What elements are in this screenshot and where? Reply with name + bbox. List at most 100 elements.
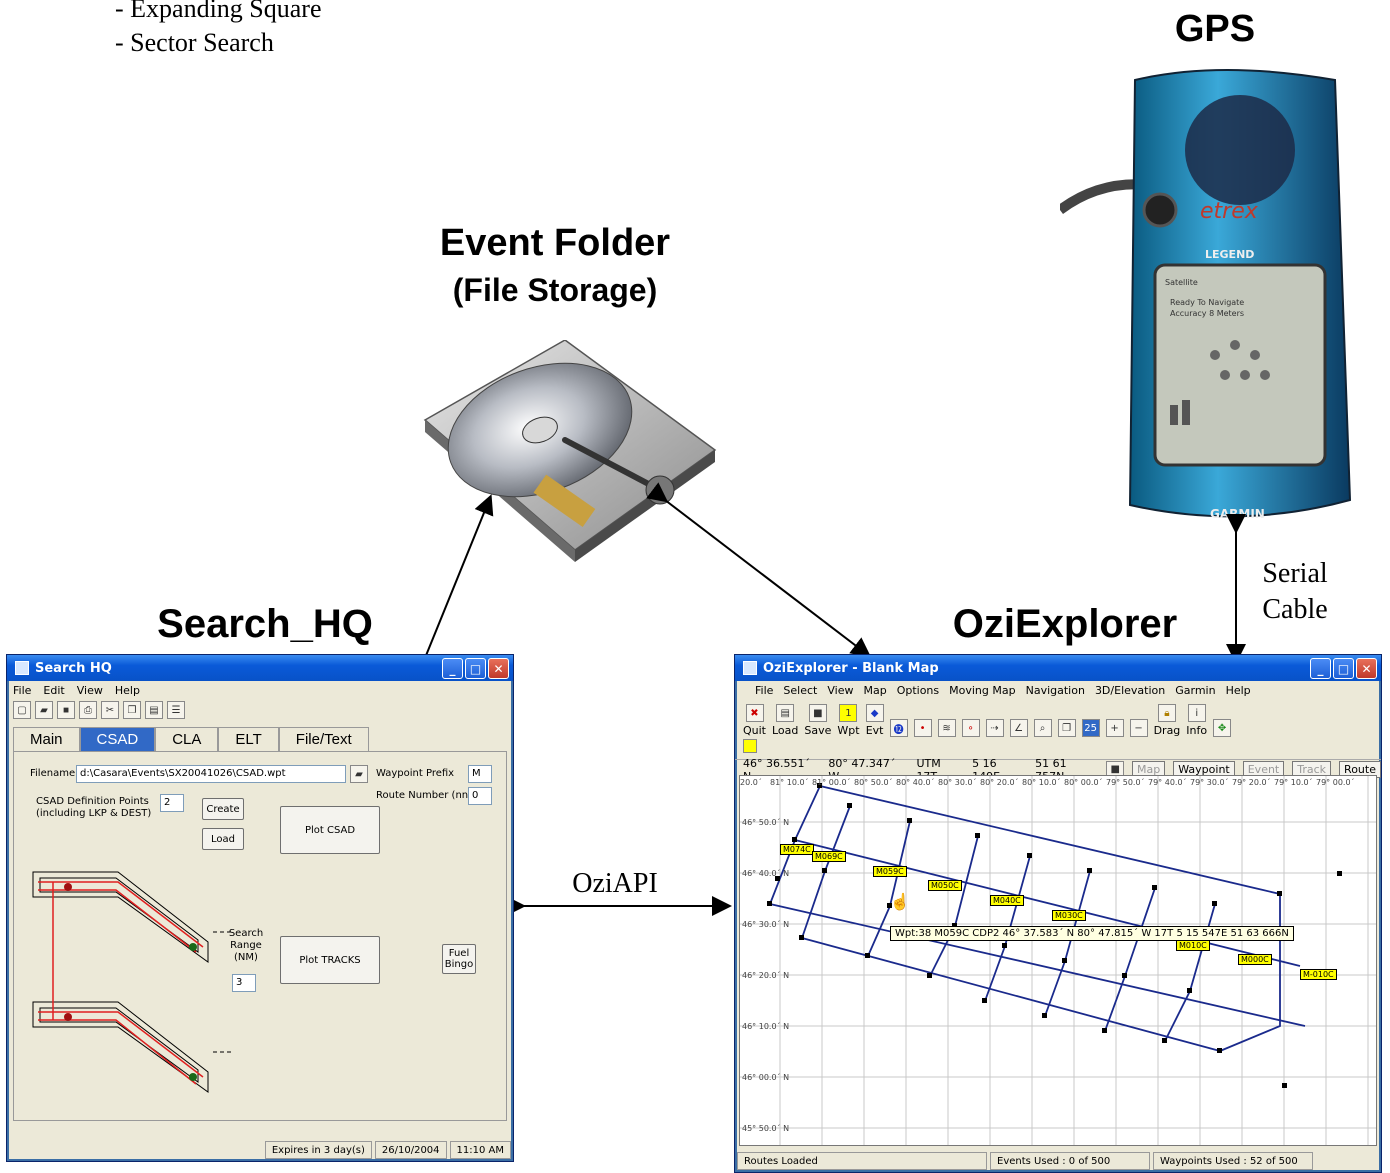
waypoint-label[interactable]: M074C: [780, 844, 814, 855]
quit-button[interactable]: ✖Quit: [743, 704, 766, 737]
save-icon: ■: [808, 704, 827, 722]
paste-icon[interactable]: ▤: [145, 701, 163, 719]
search-hq-titlebar[interactable]: Search HQ _ □ ✕: [7, 655, 513, 681]
menu-help[interactable]: Help: [1225, 683, 1251, 697]
save-button[interactable]: ■Save: [804, 704, 831, 737]
load-button[interactable]: ▤Load: [772, 704, 798, 737]
waypoint-label[interactable]: M069C: [812, 851, 846, 862]
menu-help[interactable]: Help: [114, 683, 140, 697]
cut-icon[interactable]: ✂: [101, 701, 119, 719]
lon-tick-7: 80° 10.0´: [1022, 778, 1061, 787]
waypoint-label[interactable]: M030C: [1052, 910, 1086, 921]
status-expiry: Expires in 3 day(s): [264, 1141, 372, 1159]
menu-file[interactable]: File: [13, 683, 32, 697]
waypoint-label[interactable]: M040C: [990, 895, 1024, 906]
lon-tick-0: 20.0´: [740, 778, 762, 787]
search-hq-menubar: File Edit View Help: [7, 681, 513, 699]
map-windows-icon[interactable]: ❐: [1057, 719, 1076, 737]
gps-device-image: etrex LEGEND Satellite Ready To Navigate…: [1060, 69, 1352, 521]
menu-3d-elevation[interactable]: 3D/Elevation: [1094, 683, 1166, 697]
waypoint-label[interactable]: M000C: [1238, 954, 1272, 965]
menu-edit[interactable]: Edit: [43, 683, 65, 697]
lon-tick-1: 81° 10.0´: [770, 778, 809, 787]
event-button[interactable]: ◆Evt: [865, 704, 884, 737]
menu-moving-map[interactable]: Moving Map: [949, 683, 1016, 697]
filename-field[interactable]: d:\Casara\Events\SX20041026\CSAD.wpt: [76, 765, 346, 783]
show-events-icon[interactable]: ∘: [961, 719, 980, 737]
waypoint-label[interactable]: M050C: [928, 880, 962, 891]
menu-navigation[interactable]: Navigation: [1025, 683, 1085, 697]
waypoint-prefix-field[interactable]: M: [468, 765, 492, 783]
status-events-used: Events Used : 0 of 500: [990, 1152, 1150, 1170]
zoom-in-icon[interactable]: +: [1105, 719, 1124, 737]
properties-icon[interactable]: ☰: [167, 701, 185, 719]
maximize-button[interactable]: □: [465, 658, 486, 679]
browse-folder-icon[interactable]: ▰: [350, 765, 368, 783]
csad-points-label: CSAD Definition Points (including LKP & …: [36, 796, 152, 819]
menu-select[interactable]: Select: [783, 683, 818, 697]
lat-tick-0: 46° 50.0´ N: [742, 818, 790, 827]
menu-garmin[interactable]: Garmin: [1175, 683, 1216, 697]
save-icon[interactable]: ■: [57, 701, 75, 719]
load-button[interactable]: Load: [202, 828, 244, 850]
tab-cla[interactable]: CLA: [155, 727, 219, 751]
waypoint-label[interactable]: M010C: [1176, 940, 1210, 951]
close-button[interactable]: ✕: [1356, 658, 1377, 679]
show-route-icon[interactable]: ≋: [937, 719, 956, 737]
menu-view[interactable]: View: [827, 683, 854, 697]
close-button[interactable]: ✕: [488, 658, 509, 679]
hard-drive-image: [423, 340, 717, 562]
tab-csad[interactable]: CSAD: [79, 727, 156, 751]
maximize-button[interactable]: □: [1333, 658, 1354, 679]
ozi-titlebar[interactable]: OziExplorer - Blank Map _ □ ✕: [735, 655, 1381, 681]
tab-file-text[interactable]: File/Text: [278, 727, 369, 751]
gps-screen-line-1: Satellite: [1165, 278, 1198, 287]
tab-main[interactable]: Main: [13, 727, 80, 751]
route-number-field[interactable]: 0: [468, 787, 492, 805]
line-icon[interactable]: ∠: [1009, 719, 1028, 737]
search-icon[interactable]: ⌕: [1033, 719, 1052, 737]
map-canvas[interactable]: 20.0´ 81° 10.0´ 81° 00.0´ 80° 50.0´ 80° …: [739, 775, 1377, 1146]
minimize-button[interactable]: _: [442, 658, 463, 679]
lon-tick-13: 79° 10.0´: [1274, 778, 1313, 787]
menu-view[interactable]: View: [76, 683, 103, 697]
csad-points-field[interactable]: 2: [160, 794, 184, 812]
lon-tick-4: 80° 40.0´: [896, 778, 935, 787]
route-edit-icon[interactable]: ⇢: [985, 719, 1004, 737]
event-view-button[interactable]: Event: [1242, 761, 1285, 778]
show-track-icon[interactable]: •: [913, 719, 932, 737]
search-type-list: - Expanding Square - Sector Search: [115, 0, 322, 60]
menu-options[interactable]: Options: [896, 683, 940, 697]
zoom-select-icon[interactable]: 25: [1081, 719, 1100, 737]
zoom-out-icon[interactable]: −: [1129, 719, 1148, 737]
tab-elt[interactable]: ELT: [218, 727, 279, 751]
search-hq-title: Search_HQ: [157, 602, 373, 646]
plot-tracks-button[interactable]: Plot TRACKS: [280, 936, 380, 984]
lon-tick-14: 79° 00.0´: [1316, 778, 1355, 787]
waypoint-prefix-label: Waypoint Prefix: [376, 768, 455, 779]
fuel-bingo-button[interactable]: Fuel Bingo: [442, 944, 476, 974]
layer-icon[interactable]: [743, 739, 757, 753]
plot-csad-button[interactable]: Plot CSAD: [280, 806, 380, 854]
open-folder-icon[interactable]: ▰: [35, 701, 53, 719]
create-button[interactable]: Create: [202, 798, 244, 820]
gps-title: GPS: [1174, 8, 1256, 50]
pan-arrows-icon[interactable]: ✥: [1213, 719, 1232, 737]
menu-file[interactable]: File: [755, 683, 774, 697]
waypoint-label[interactable]: M059C: [873, 866, 907, 877]
copy-icon[interactable]: ❐: [123, 701, 141, 719]
drag-button[interactable]: 🔒︎Drag: [1154, 704, 1180, 737]
minimize-button[interactable]: _: [1310, 658, 1331, 679]
lon-tick-9: 79° 50.0´: [1106, 778, 1145, 787]
menu-map[interactable]: Map: [863, 683, 887, 697]
route-view-button[interactable]: Route: [1339, 761, 1381, 778]
search-hq-window: Search HQ _ □ ✕ File Edit View Help ▢ ▰ …: [6, 654, 514, 1162]
new-file-icon[interactable]: ▢: [13, 701, 31, 719]
waypoint-label[interactable]: M-010C: [1300, 969, 1337, 980]
search-range-field[interactable]: 3: [232, 974, 256, 992]
track-icon[interactable]: ⓬: [889, 719, 908, 737]
print-icon[interactable]: ⎙: [79, 701, 97, 719]
